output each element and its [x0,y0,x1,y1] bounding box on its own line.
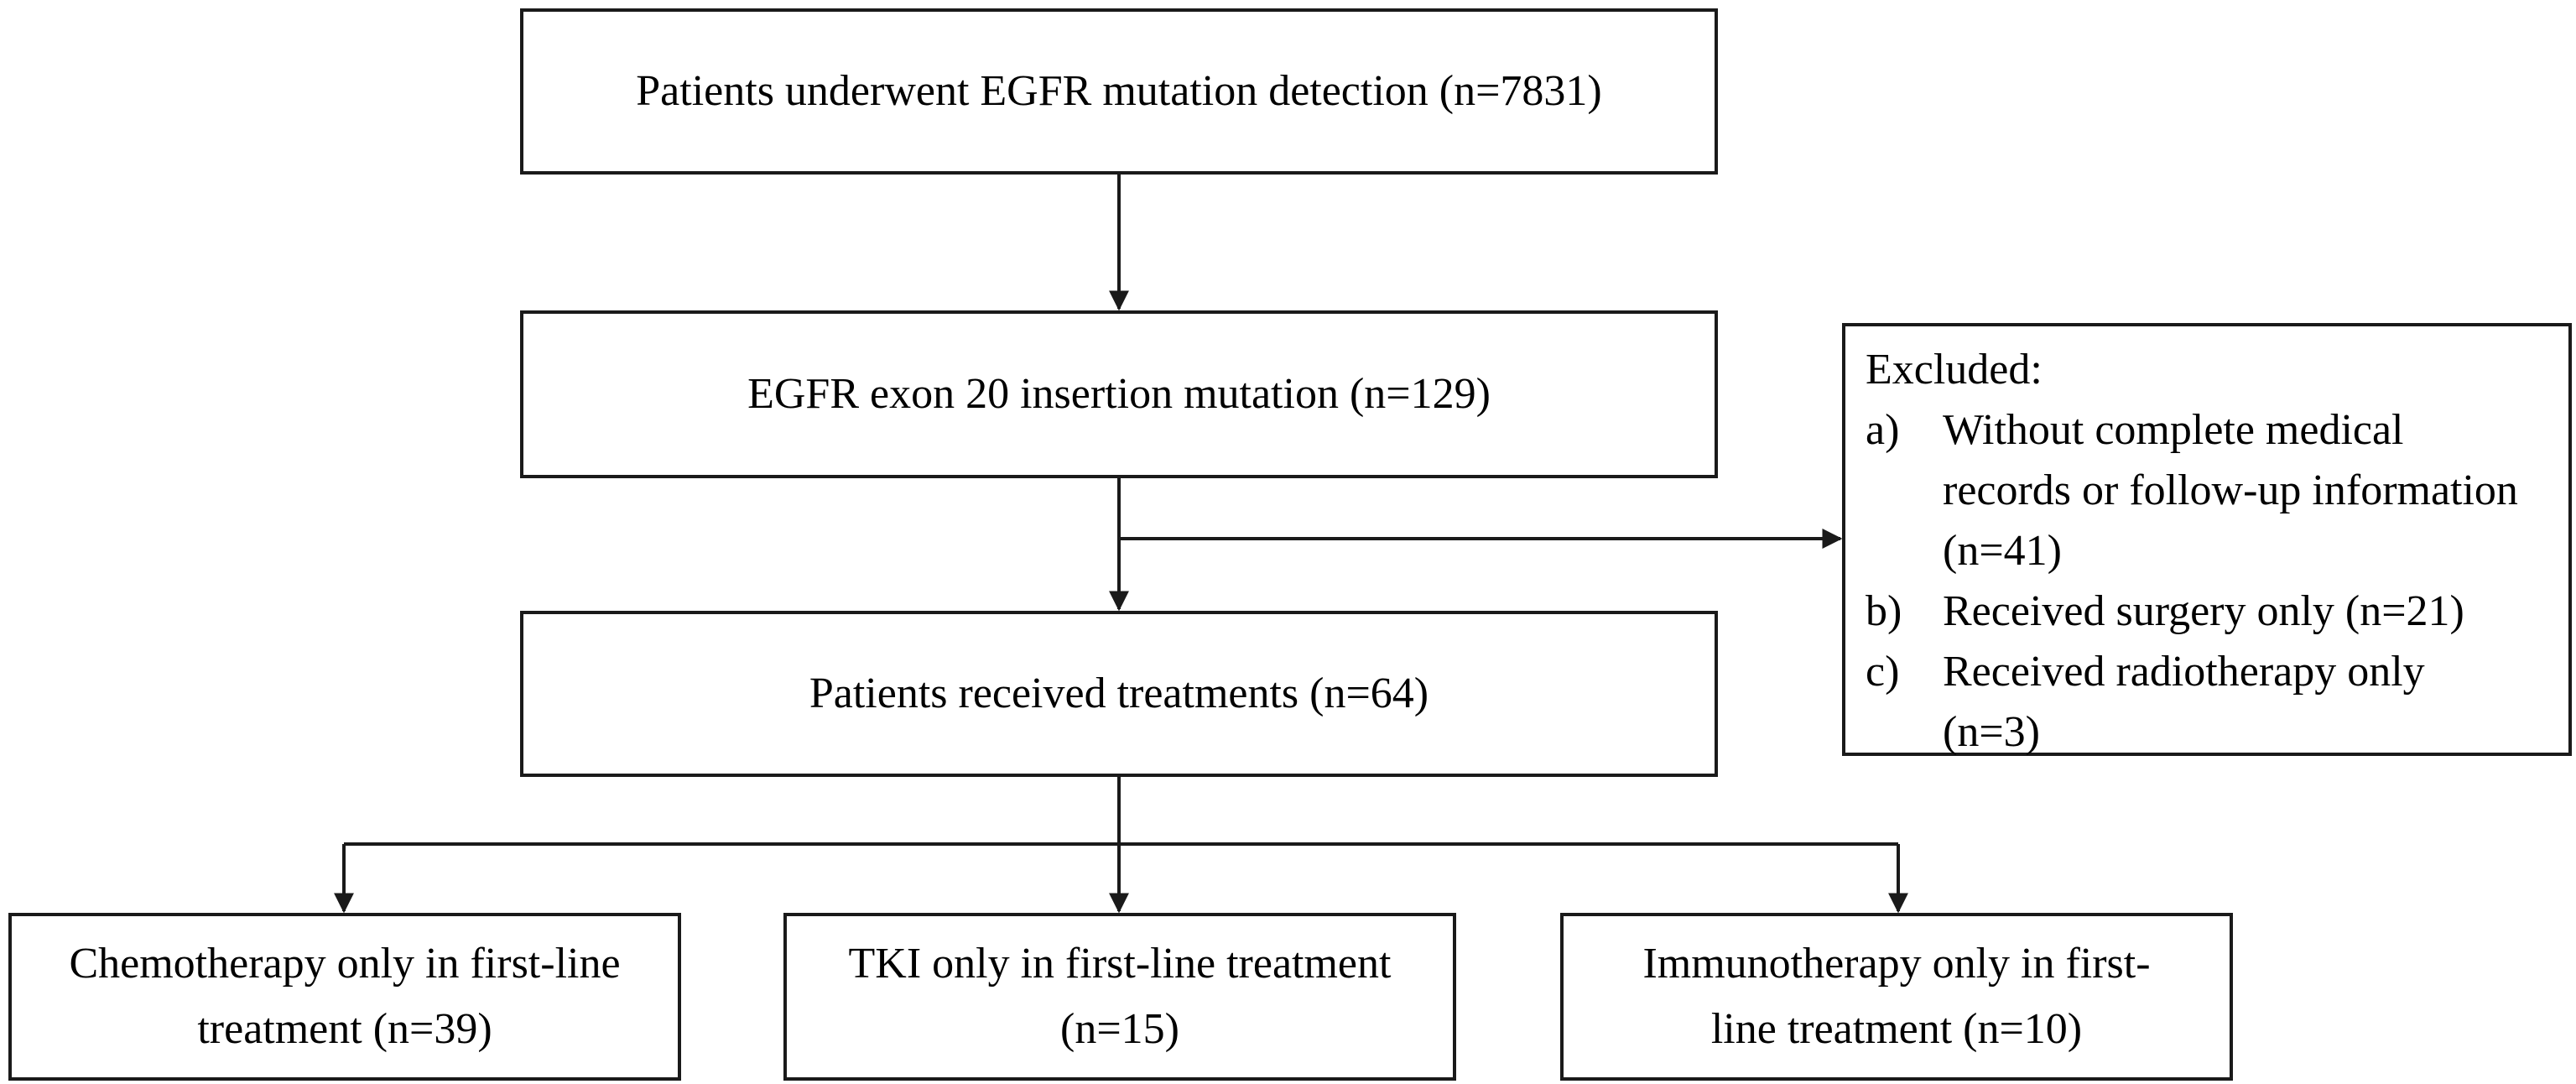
tki-arm-box: TKI only in first-line treatment (n=15) [783,913,1456,1081]
chemotherapy-arm-line1: Chemotherapy only in first-line [69,940,621,988]
excluded-item-c: c) Received radiotherapy only (n=3) [1866,642,2552,763]
immunotherapy-arm-line2: line treatment (n=10) [1710,1005,2083,1053]
excluded-title: Excluded: [1866,346,2043,393]
immunotherapy-arm-line1: Immunotherapy only in first- [1642,940,2151,988]
treatments-label: Patients received treatments (n=64) [809,670,1429,717]
tki-arm-text: TKI only in first-line treatment (n=15) [849,931,1392,1062]
tki-arm-line2: (n=15) [1060,1005,1179,1053]
exon20-label: EGFR exon 20 insertion mutation (n=129) [747,370,1491,418]
excluded-text-c: Received radiotherapy only (n=3) [1943,648,2425,756]
chemotherapy-arm-box: Chemotherapy only in first-line treatmen… [8,913,681,1081]
excluded-text-a: Without complete medical records or foll… [1943,406,2518,575]
excluded-box: Excluded: a) Without complete medical re… [1842,323,2572,756]
excluded-item-b: b) Received surgery only (n=21) [1866,581,2552,642]
chemotherapy-arm-text: Chemotherapy only in first-line treatmen… [69,931,620,1062]
excluded-item-a: a) Without complete medical records or f… [1866,400,2552,581]
tki-arm-line1: TKI only in first-line treatment [848,940,1392,988]
excluded-marker-c: c) [1866,648,1900,696]
exon20-box: EGFR exon 20 insertion mutation (n=129) [520,310,1718,478]
excluded-text-b: Received surgery only (n=21) [1943,587,2464,635]
detection-box: Patients underwent EGFR mutation detecti… [520,8,1718,175]
chemotherapy-arm-line2: treatment (n=39) [197,1005,492,1053]
treatments-box: Patients received treatments (n=64) [520,611,1718,777]
immunotherapy-arm-box: Immunotherapy only in first- line treatm… [1560,913,2233,1081]
excluded-marker-a: a) [1866,406,1900,454]
immunotherapy-arm-text: Immunotherapy only in first- line treatm… [1642,931,2150,1062]
detection-label: Patients underwent EGFR mutation detecti… [636,67,1602,115]
excluded-marker-b: b) [1866,587,1902,635]
